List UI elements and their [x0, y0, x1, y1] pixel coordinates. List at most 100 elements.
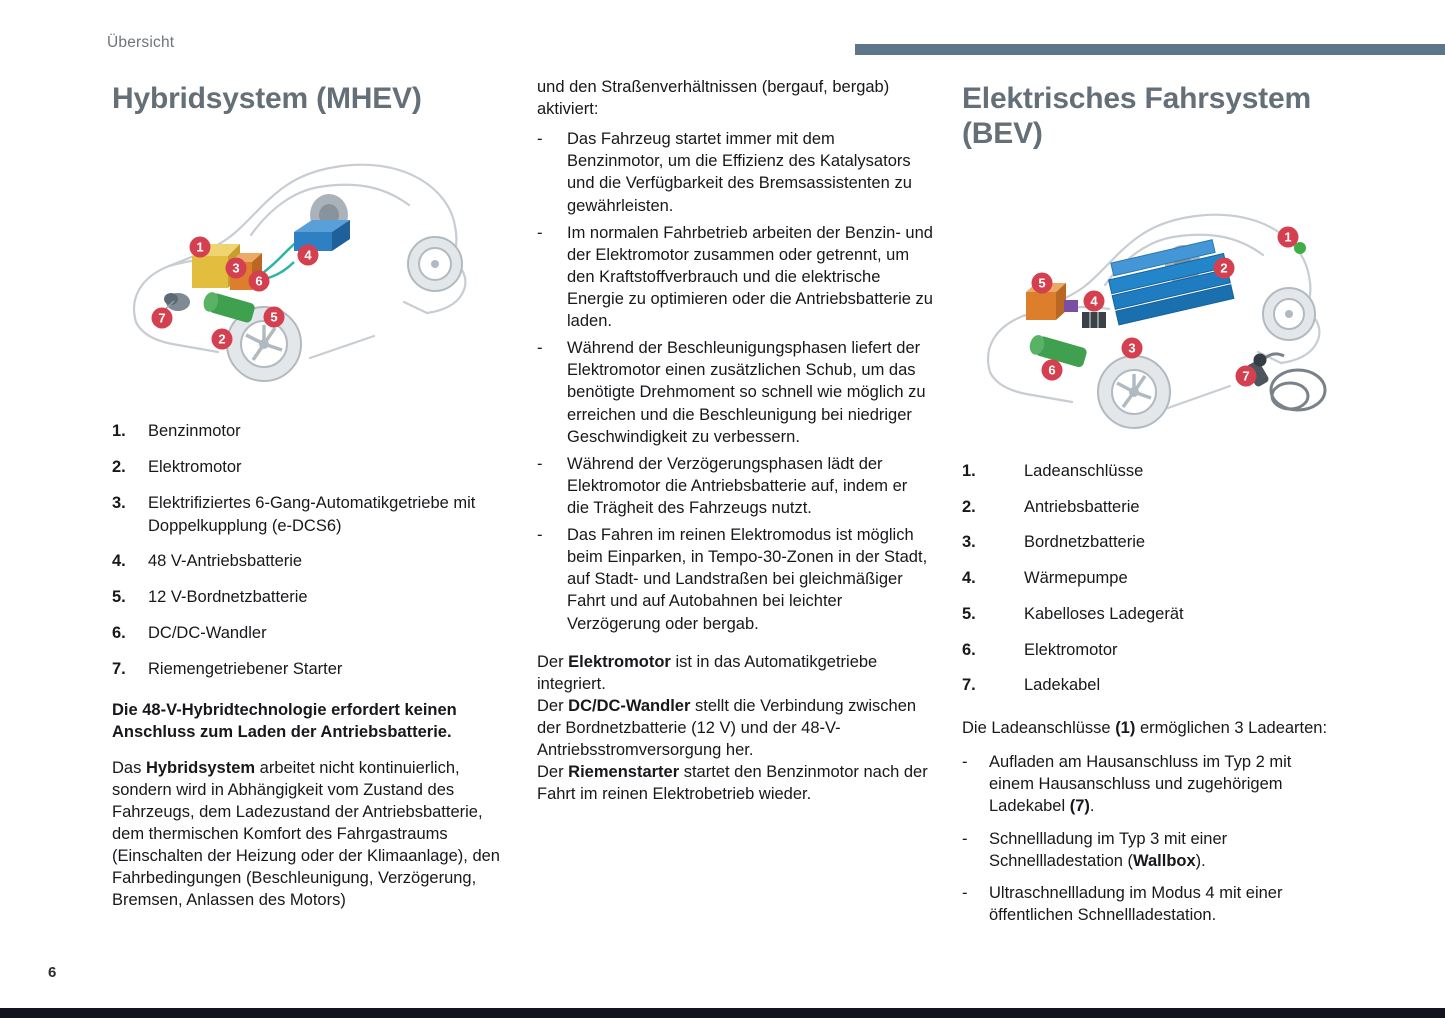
- column-hybridsystem: Hybridsystem (MHEV): [112, 76, 514, 912]
- svg-text:3: 3: [1128, 340, 1135, 355]
- list-item: 4.48 V-Antriebsbatterie: [112, 550, 514, 573]
- paragraph-bold-text: Hybridsystem: [145, 758, 256, 777]
- item-number: 4.: [962, 569, 976, 588]
- header-accent-bar: [855, 44, 1445, 55]
- list-item: 2.Elektromotor: [112, 456, 514, 479]
- list-item: 6. DC/DC-Wandler: [112, 622, 514, 645]
- paragraph-bold-text: (1): [1115, 719, 1136, 738]
- bullet-text: Ultraschnellladung im Modus 4 mit einer …: [989, 882, 1340, 926]
- paragraph-text: ist in das Automatikgetriebe integriert.: [537, 652, 878, 693]
- list-item: 3.Elektrifiziertes 6-Gang-Automatikgetri…: [112, 492, 514, 538]
- item-label: Antriebsbatterie: [1024, 497, 1140, 516]
- paragraph-text: Schnellladung im Typ 3 mit einer Schnell…: [989, 829, 1228, 870]
- front-wheel: [226, 306, 302, 383]
- bullet-item: -Ultraschnellladung im Modus 4 mit einer…: [962, 882, 1340, 926]
- item-number: 3.: [112, 493, 126, 512]
- paragraph-text: Der: [537, 652, 569, 671]
- rear-wheel: [1262, 286, 1316, 341]
- paragraph-text: Ultraschnellladung im Modus 4 mit einer …: [989, 883, 1283, 924]
- mhev-component-list: 1.Benzinmotor 2.Elektromotor 3.Elektrifi…: [112, 420, 514, 680]
- callout-badge-5: 5: [263, 306, 285, 328]
- hybrid-bullet-list: -Das Fahrzeug startet immer mit dem Benz…: [537, 128, 933, 634]
- bev-car-illustration: 1 2 5 4 3 6 7: [987, 213, 1327, 429]
- bev-component-list: 1. Ladeanschlüsse 2. Antriebsbatterie 3. Bo…: [962, 460, 1340, 697]
- bullet-text: Das Fahren im reinen Elektromodus ist mö…: [567, 526, 928, 633]
- svg-text:2: 2: [218, 332, 225, 347]
- paragraph-text: ).: [1195, 851, 1206, 870]
- item-label: Riemengetriebener Starter: [148, 659, 343, 678]
- list-item: 1. Ladeanschlüsse: [962, 460, 1340, 483]
- callout-badge-4: 4: [297, 244, 319, 266]
- item-label: Wärmepumpe: [1024, 569, 1128, 588]
- column-bev: Elektrisches Fahrsystem (BEV): [962, 76, 1340, 936]
- callout-badge-6: 6: [248, 270, 270, 292]
- charge-port: [1294, 241, 1306, 254]
- item-number: 7.: [112, 659, 126, 678]
- callout-badge-6: 6: [1041, 359, 1063, 381]
- paragraph-text: Die Ladeanschlüsse: [962, 719, 1116, 738]
- continuation-intro: und den Straßenverhältnissen (bergauf, b…: [537, 78, 890, 119]
- svg-text:1: 1: [196, 240, 203, 255]
- list-item: 1.Benzinmotor: [112, 420, 514, 443]
- bullet-marker: -: [537, 223, 543, 242]
- section-title-bev: Elektrisches Fahrsystem (BEV): [962, 82, 1311, 151]
- item-label: Benzinmotor: [148, 422, 241, 441]
- callout-badge-5: 5: [1031, 272, 1053, 294]
- section-title-mhev: Hybridsystem (MHEV): [112, 82, 422, 115]
- svg-text:4: 4: [1090, 293, 1098, 308]
- item-label: Bordnetzbatterie: [1024, 533, 1146, 552]
- item-number: 7.: [962, 676, 976, 695]
- item-label: Ladeanschlüsse: [1024, 461, 1144, 480]
- hybrid-tail-paragraphs: Der Elektromotor ist in das Automatikget…: [537, 651, 933, 806]
- paragraph-text: Das: [112, 758, 146, 777]
- page-number: 6: [48, 964, 57, 981]
- bullet-text: Aufladen am Hausanschluss im Typ 2 mit e…: [989, 751, 1340, 817]
- item-number: 2.: [962, 497, 976, 516]
- paragraph-text: Der: [537, 696, 569, 715]
- list-item: 2. Antriebsbatterie: [962, 496, 1340, 519]
- list-item: 7. Riemengetriebener Starter: [112, 658, 514, 681]
- bullet-item: - Schnellladung im Typ 3 mit einer Schnel…: [962, 828, 1340, 872]
- charging-bullet-list: - Aufladen am Hausanschluss im Typ 2 mit …: [962, 751, 1340, 926]
- item-number: 3.: [962, 533, 976, 552]
- rear-wheel: [407, 236, 463, 293]
- charging-cable: [1256, 352, 1327, 412]
- tail-paragraph: Der Elektromotor ist in das Automatikget…: [537, 651, 933, 695]
- paragraph-text: .: [1089, 797, 1095, 816]
- bullet-item: - Das Fahren im reinen Elektromodus ist m…: [537, 524, 933, 635]
- item-label: DC/DC-Wandler: [148, 623, 267, 642]
- paragraph-bold-text: Riemenstarter: [568, 763, 680, 782]
- callout-badge-7: 7: [151, 307, 173, 329]
- front-wheel: [1097, 354, 1171, 429]
- svg-text:4: 4: [304, 248, 312, 263]
- bullet-text: Während der Beschleunigungsphasen liefer…: [567, 339, 926, 446]
- bullet-text: Im normalen Fahrbetrieb arbeiten der Ben…: [567, 223, 933, 331]
- bullet-item: -Während der Beschleunigungsphasen liefe…: [537, 337, 933, 448]
- belt-starter: [164, 293, 190, 312]
- list-item: 7.Ladekabel: [962, 674, 1340, 697]
- item-label: Kabelloses Ladegerät: [1024, 604, 1184, 623]
- svg-text:6: 6: [1048, 362, 1055, 377]
- item-label: 12 V-Bordnetzbatterie: [148, 588, 308, 607]
- bullet-text: Während der Verzögerungsphasen lädt der …: [567, 454, 908, 517]
- item-number: 5.: [112, 588, 126, 607]
- svg-text:7: 7: [1242, 368, 1249, 383]
- electric-motor: [203, 292, 255, 323]
- item-number: 1.: [962, 461, 976, 480]
- callout-badge-7: 7: [1235, 365, 1257, 387]
- svg-text:1: 1: [1284, 229, 1291, 244]
- list-item: 3. Bordnetzbatterie: [962, 531, 1340, 554]
- bullet-marker: -: [962, 753, 968, 772]
- bullet-item: -Das Fahrzeug startet immer mit dem Benz…: [537, 128, 933, 216]
- bullet-item: - Aufladen am Hausanschluss im Typ 2 mit …: [962, 751, 1340, 817]
- hybrid-bold-note: Die 48-V-Hybridtechnologie erfordert kei…: [112, 700, 457, 741]
- bullet-text: Schnellladung im Typ 3 mit einer Schnell…: [989, 828, 1340, 872]
- footer-accent-bar: [0, 1008, 1445, 1018]
- paragraph-text: ermöglichen 3 Ladearten:: [1135, 719, 1328, 738]
- item-number: 6.: [112, 623, 126, 642]
- paragraph-text: stellt die Verbindung zwischen der Bordn…: [537, 696, 917, 760]
- bullet-marker: -: [537, 526, 543, 545]
- tail-paragraph: Der DC/DC-Wandler stellt die Verbindung …: [537, 695, 933, 761]
- bullet-marker: -: [962, 829, 968, 848]
